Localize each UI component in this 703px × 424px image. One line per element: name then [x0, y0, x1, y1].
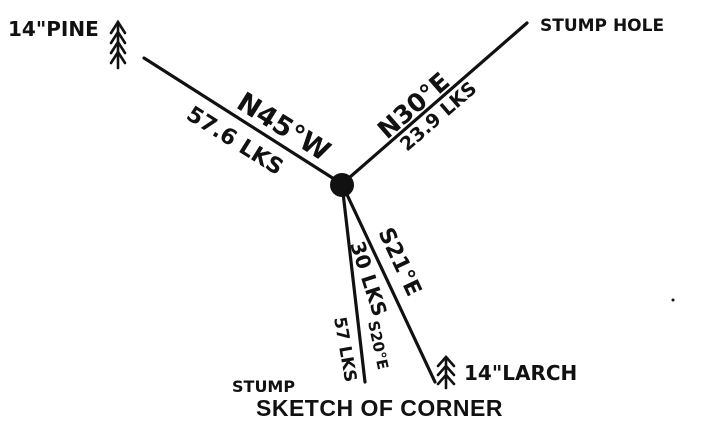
line-to-stump	[340, 182, 367, 384]
sketch-caption: SKETCH OF CORNER	[256, 395, 503, 421]
ink-speck	[671, 298, 675, 302]
corner-dot-icon	[330, 173, 354, 197]
line-to-larch	[340, 182, 437, 384]
line-to-pine	[142, 56, 344, 186]
pine-object-label: 14"PINE	[8, 17, 99, 41]
line-to-stump-hole	[340, 21, 529, 186]
tree-arrow-icon	[109, 19, 127, 70]
tree-arrow-icon	[436, 355, 456, 390]
stump-object-label: STUMP	[232, 377, 295, 396]
larch-object-label: 14"LARCH	[464, 361, 577, 385]
stump-hole-object-label: STUMP HOLE	[540, 16, 664, 36]
